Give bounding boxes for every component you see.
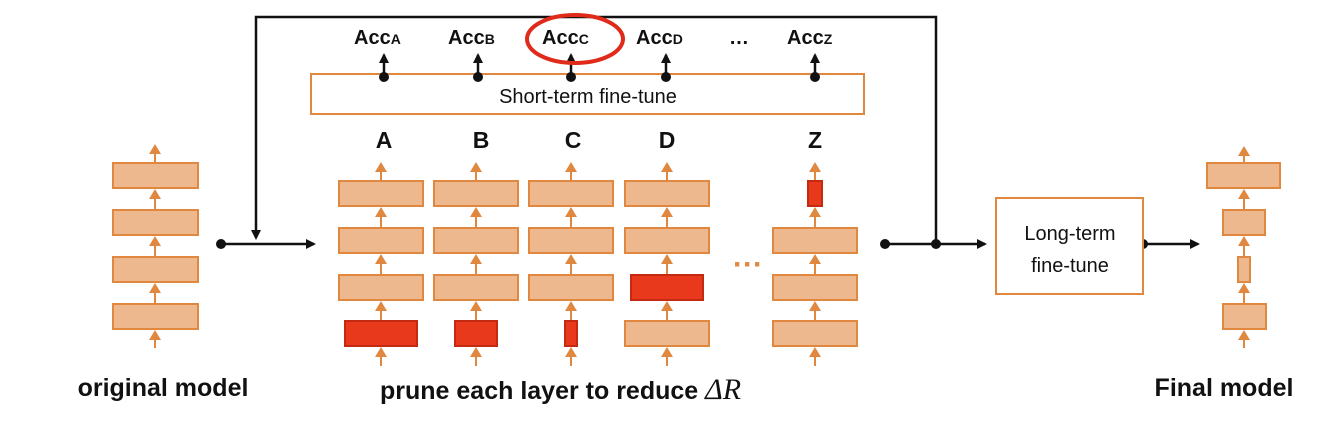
flow-arrow-head <box>565 162 577 172</box>
flow-arrow-head <box>375 207 387 217</box>
junction-dot <box>880 239 890 249</box>
layer-block <box>528 180 614 207</box>
layer-block <box>1222 303 1267 330</box>
junction-dot <box>931 239 941 249</box>
flow-arrow-head <box>565 347 577 357</box>
column-label-a: A <box>376 127 393 153</box>
pruned-layer-block <box>344 320 418 347</box>
flow-arrow-head <box>375 254 387 264</box>
layer-block <box>112 303 199 330</box>
acc-dot <box>566 72 576 82</box>
caption-final: Final model <box>1155 374 1294 402</box>
flow-arrow-head <box>661 162 673 172</box>
junction-dot <box>216 239 226 249</box>
column-label-z: Z <box>808 127 822 153</box>
orig-arrow-3 <box>149 283 161 304</box>
acc-dot <box>473 72 483 82</box>
caption-original: original model <box>78 374 249 402</box>
pruned-layer-block <box>454 320 498 347</box>
acc-dot <box>379 72 389 82</box>
flow-arrow-head <box>470 347 482 357</box>
flow-arrow-head <box>661 347 673 357</box>
acc-label-z: AccZ <box>787 27 833 49</box>
layer-block <box>433 227 519 254</box>
layer-block <box>1206 162 1281 189</box>
pruned-columns <box>338 162 858 366</box>
layer-block <box>1222 209 1266 236</box>
flow-arrow-head <box>809 301 821 311</box>
long-term-label: Long-term <box>1024 223 1115 245</box>
column-label-c: C <box>565 127 582 153</box>
flow-arrow-head <box>375 301 387 311</box>
pruned-layer-block <box>564 320 578 347</box>
orig-arrow-top <box>149 144 161 162</box>
acc-dot <box>810 72 820 82</box>
flow-arrow-head <box>809 254 821 264</box>
acc-label-b: AccB <box>448 27 495 49</box>
layer-block <box>624 320 710 347</box>
orig-arrow-2 <box>149 236 161 257</box>
layer-block <box>338 274 424 301</box>
acc-label-c: AccC <box>542 27 589 49</box>
layer-block <box>528 227 614 254</box>
layer-block <box>624 227 710 254</box>
orig-arrow-bottom <box>149 330 161 348</box>
flow-arrow-head <box>661 254 673 264</box>
layer-block <box>433 180 519 207</box>
short-term-label: Short-term fine-tune <box>499 86 677 108</box>
flow-arrow-head <box>375 162 387 172</box>
orig-arrow-1 <box>149 189 161 210</box>
layer-block <box>772 274 858 301</box>
acc-dot <box>661 72 671 82</box>
layer-block <box>772 320 858 347</box>
flow-arrow-head <box>375 347 387 357</box>
highlight-circle <box>525 13 625 65</box>
layer-block <box>112 162 199 189</box>
flow-arrow-head <box>565 254 577 264</box>
flow-arrow-head <box>809 162 821 172</box>
long-term-box <box>995 197 1144 295</box>
final-model <box>1206 146 1281 348</box>
flow-arrow-head <box>470 207 482 217</box>
column-label-b: B <box>473 127 490 153</box>
flow-arrow-head <box>661 207 673 217</box>
short-term-box <box>310 73 865 115</box>
column-label-d: D <box>659 127 676 153</box>
flow-arrow-head <box>470 162 482 172</box>
layer-block <box>338 180 424 207</box>
layer-block <box>528 274 614 301</box>
layer-block <box>338 227 424 254</box>
pruned-layer-block <box>807 180 823 207</box>
column-ellipsis: ··· <box>733 248 763 281</box>
acc-label-d: AccD <box>636 27 683 49</box>
flow-arrow-head <box>470 301 482 311</box>
pruned-layer-block <box>630 274 704 301</box>
layer-block <box>772 227 858 254</box>
layer-block <box>624 180 710 207</box>
layer-block <box>112 256 199 283</box>
flow-arrow-head <box>565 207 577 217</box>
layer-block <box>1237 256 1251 283</box>
long-term-label-2: fine-tune <box>1031 255 1109 277</box>
acc-label-a: AccA <box>354 27 401 49</box>
layer-block <box>112 209 199 236</box>
flow-arrow-head <box>565 301 577 311</box>
caption-prune: prune each layer to reduce ΔR <box>380 373 741 406</box>
flow-arrow-head <box>809 347 821 357</box>
flow-arrow-head <box>661 301 673 311</box>
original-model <box>112 144 199 348</box>
layer-block <box>433 274 519 301</box>
acc-ellipsis: … <box>729 27 749 49</box>
flow-arrow-head <box>470 254 482 264</box>
flow-arrow-head <box>809 207 821 217</box>
